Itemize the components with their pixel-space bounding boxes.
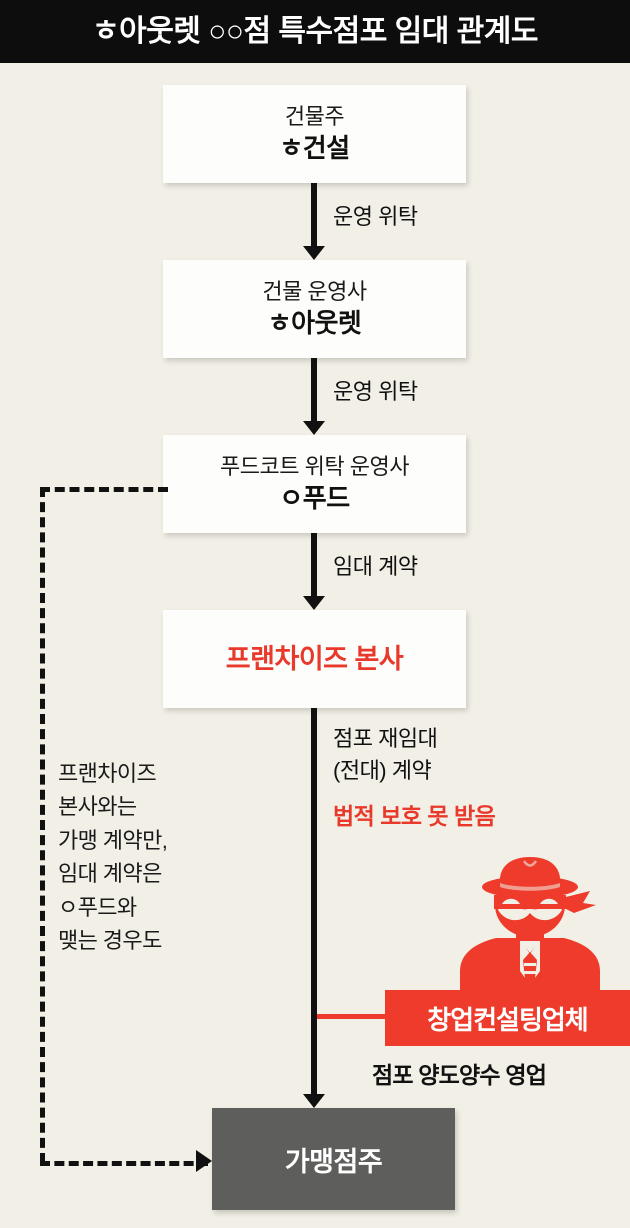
edge-label-operation-entrustment-1: 운영 위탁: [333, 204, 418, 229]
node-building-operator-label: ㅎ아웃렛: [267, 307, 362, 338]
dashed-line-bottom-segment: [40, 1161, 208, 1166]
consultant-label: 창업컨설팅업체: [427, 1004, 588, 1035]
dashed-line-vertical-segment: [40, 487, 45, 1163]
node-franchise-headquarters-label: 프랜차이즈 본사: [225, 643, 404, 674]
annotation-line-5: ㅇ푸드와: [58, 894, 137, 920]
edge-label-sublease-line1: 점포 재임대: [333, 726, 438, 751]
annotation-franchise-note: 프랜차이즈 본사와는 가맹 계약만, 임대 계약은 ㅇ푸드와 맺는 경우도: [58, 757, 238, 958]
annotation-line-6: 맺는 경우도: [58, 928, 162, 954]
edge-label-lease-contract: 임대 계약: [333, 554, 418, 579]
node-foodcourt-operator: 푸드코트 위탁 운영사 ㅇ푸드: [163, 435, 466, 533]
edge-label-sublease-line2: (전대) 계약: [333, 758, 432, 783]
annotation-line-4: 임대 계약은: [58, 861, 162, 887]
node-franchise-headquarters: 프랜차이즈 본사: [163, 610, 466, 708]
node-building-owner-label: ㅎ건설: [279, 132, 350, 163]
caption-store-transfer-business: 점포 양도양수 영업: [372, 1062, 547, 1088]
arrow-operator-to-food: [303, 358, 325, 435]
arrow-owner-to-operator: [303, 183, 325, 260]
edge-label-operation-entrustment-2: 운영 위탁: [333, 379, 418, 404]
dashed-line-top-segment: [40, 487, 168, 492]
node-building-operator-subtitle: 건물 운영사: [262, 278, 367, 304]
page-title: ㅎ아웃렛 ○○점 특수점포 임대 관계도: [92, 14, 538, 48]
node-franchisee: 가맹점주: [212, 1108, 455, 1210]
arrow-food-to-headquarters: [303, 533, 325, 610]
arrow-headquarters-to-franchisee: [303, 708, 325, 1108]
annotation-line-2: 본사와는: [58, 794, 137, 820]
dashed-arrowhead-icon: [196, 1150, 212, 1172]
edge-label-no-legal-protection-warning: 법적 보호 못 받음: [333, 803, 496, 829]
node-building-owner: 건물주 ㅎ건설: [163, 85, 466, 183]
title-banner: ㅎ아웃렛 ○○점 특수점포 임대 관계도: [0, 0, 630, 63]
annotation-line-1: 프랜차이즈: [58, 761, 157, 786]
annotation-line-3: 가맹 계약만,: [58, 827, 168, 853]
node-foodcourt-operator-label: ㅇ푸드: [279, 482, 350, 513]
node-franchisee-label: 가맹점주: [284, 1146, 383, 1177]
masked-consultant-icon: [440, 853, 620, 998]
node-building-operator: 건물 운영사 ㅎ아웃렛: [163, 260, 466, 358]
node-building-owner-subtitle: 건물주: [284, 103, 345, 129]
consultant-label-bar: 창업컨설팅업체: [385, 990, 630, 1046]
node-foodcourt-operator-subtitle: 푸드코트 위탁 운영사: [220, 453, 409, 479]
connector-consultant: [317, 1014, 387, 1019]
